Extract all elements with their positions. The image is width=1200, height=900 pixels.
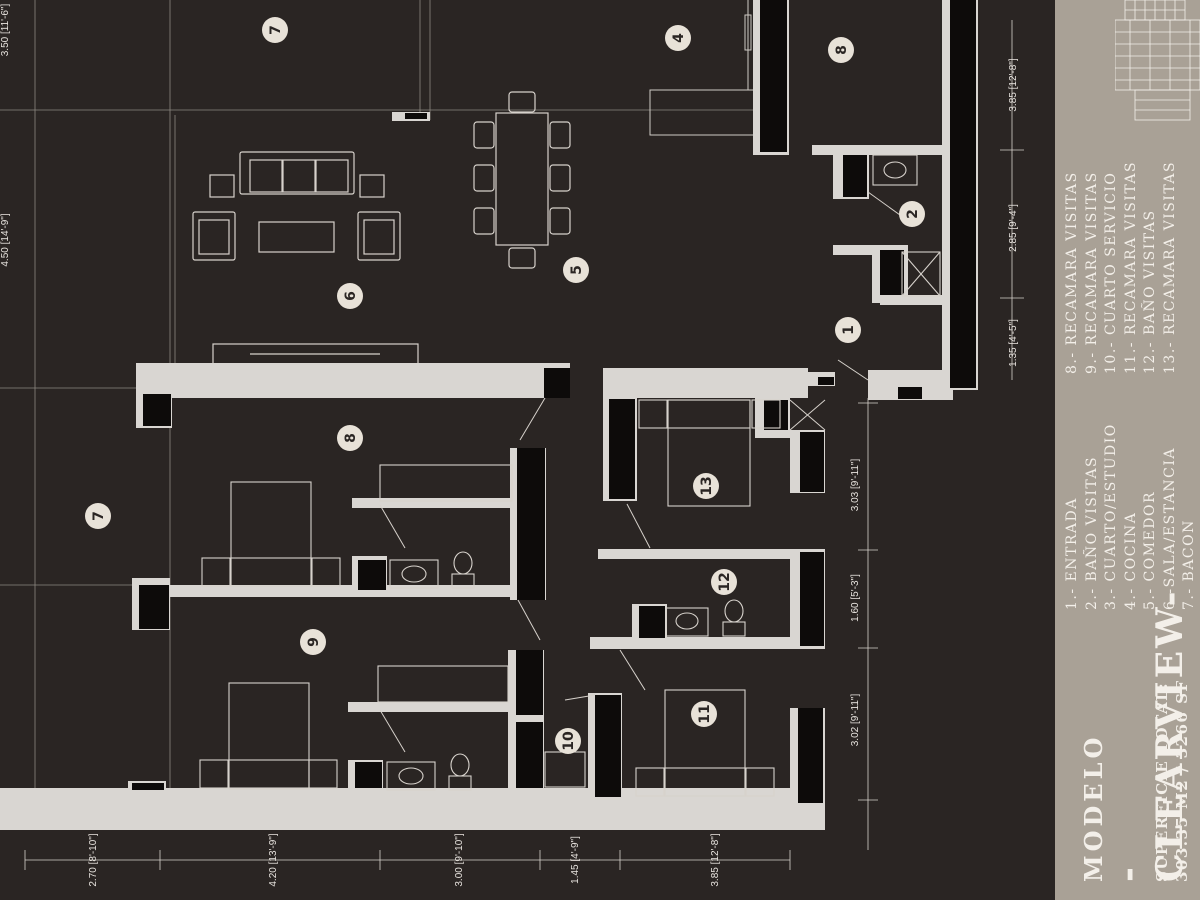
- dim-bottom-1: 2.70 [8'-10"]: [88, 833, 99, 886]
- legend-column-1: 1.- ENTRADA 2.- BAÑO VISITAS 3.- CUARTO/…: [1063, 380, 1200, 610]
- dining-table: [473, 91, 571, 269]
- legend-item: 1.- ENTRADA: [1064, 497, 1080, 610]
- svg-text:2: 2: [905, 209, 921, 219]
- room-marker: 7: [262, 17, 288, 43]
- dim-bottom-2: 4.20 [13'-9"]: [268, 833, 279, 886]
- bathroom-fixtures: [386, 154, 941, 791]
- walls: [0, 0, 978, 830]
- living-room-furniture: [192, 151, 419, 365]
- svg-text:4: 4: [671, 33, 687, 43]
- dim-right-1: 3.85 [12'-8"]: [1008, 58, 1019, 111]
- room-marker: 4: [665, 25, 691, 51]
- room-marker: 13: [693, 473, 719, 499]
- room-marker: 6: [337, 283, 363, 309]
- legend-item: 7.- BACON: [1181, 519, 1197, 610]
- svg-text:1: 1: [841, 325, 857, 335]
- room-marker: 8: [828, 37, 854, 63]
- svg-text:8: 8: [834, 45, 850, 55]
- dim-left-1: 3.50 [11'-6"]: [0, 4, 11, 57]
- legend-list: 1.- ENTRADA 2.- BAÑO VISITAS 3.- CUARTO/…: [1063, 144, 1200, 610]
- svg-text:11: 11: [697, 704, 713, 723]
- dim-right-4: 3.03 [9'-11"]: [850, 459, 861, 512]
- door-swings: [379, 191, 901, 753]
- svg-text:12: 12: [717, 572, 733, 591]
- surface-label: SUPERFICIE TOTAL:: [1153, 681, 1171, 882]
- svg-text:7: 7: [268, 25, 284, 35]
- dim-right-6: 3.02 [9'-11"]: [850, 694, 861, 747]
- dim-right-2: 2.85 [9'-4"]: [1008, 204, 1019, 252]
- floor-plan-drawing: 3.85 [12'-8"] 2.85 [9'-4"] 1.35 [4'-5"] …: [0, 0, 1024, 887]
- legend-item: 2.- BAÑO VISITAS: [1083, 455, 1100, 610]
- legend-panel: MODELO -CLEARVIEW- SUPERFICIE TOTAL: 303…: [1055, 0, 1200, 900]
- svg-text:9: 9: [306, 637, 322, 647]
- room-marker: 9: [300, 629, 326, 655]
- room-marker: 10: [555, 728, 581, 754]
- dim-bottom-5: 3.85 [12'-8"]: [710, 833, 721, 886]
- room-marker: 5: [563, 257, 589, 283]
- legend-item: 8.- RECAMARA VISITAS: [1064, 171, 1080, 374]
- svg-text:8: 8: [343, 433, 359, 443]
- legend-item: 10.- CUARTO SERVICIO: [1103, 171, 1119, 374]
- dim-left-2: 4.50 [14'-9"]: [0, 213, 11, 266]
- room-marker: 7: [85, 503, 111, 529]
- dim-right-5: 1.60 [5'-3"]: [850, 574, 861, 622]
- legend-item: 12.- BAÑO VISITAS: [1142, 209, 1158, 374]
- legend-rotated: MODELO -CLEARVIEW- SUPERFICIE TOTAL: 303…: [1055, 0, 1200, 900]
- room-marker: 2: [899, 201, 925, 227]
- room-marker: 1: [835, 317, 861, 343]
- legend-item: 3.- CUARTO/ESTUDIO: [1103, 423, 1119, 610]
- dimension-labels: 3.85 [12'-8"] 2.85 [9'-4"] 1.35 [4'-5"] …: [0, 4, 1019, 887]
- bedroom-furniture: [199, 399, 781, 797]
- dim-right-3: 1.35 [4'-5"]: [1008, 319, 1019, 367]
- building-sketch-icon: [1115, 0, 1200, 121]
- room-marker: 8: [337, 425, 363, 451]
- legend-item: 5.- COMEDOR: [1142, 490, 1158, 610]
- svg-text:5: 5: [569, 265, 585, 275]
- surface-value: 303.35 M2 / 3266 SF: [1173, 679, 1191, 882]
- legend-item: 13.- RECAMARA VISITAS: [1161, 160, 1178, 374]
- legend-item: 4.- COCINA: [1122, 511, 1139, 610]
- dim-bottom-3: 3.00 [9'-10"]: [454, 833, 465, 886]
- room-marker: 11: [691, 701, 717, 727]
- dimension-lines: [24, 20, 1024, 870]
- svg-text:6: 6: [343, 291, 359, 301]
- svg-text:13: 13: [699, 476, 715, 495]
- dim-bottom-4: 1.45 [4'-9"]: [570, 836, 581, 884]
- room-markers: 7 4 8 2 1 5 6 8 7 13 12 9 10 11: [85, 17, 925, 754]
- legend-item: 11.- RECAMARA VISITAS: [1122, 160, 1139, 374]
- legend-item: 9.- RECAMARA VISITAS: [1083, 171, 1100, 374]
- legend-item: 6.-SALA/ESTANCIA: [1161, 446, 1178, 610]
- svg-text:7: 7: [91, 511, 107, 521]
- room-marker: 12: [711, 569, 737, 595]
- model-label: MODELO: [1079, 733, 1108, 882]
- legend-column-2: 8.- RECAMARA VISITAS 9.- RECAMARA VISITA…: [1063, 144, 1200, 374]
- svg-text:10: 10: [561, 731, 577, 751]
